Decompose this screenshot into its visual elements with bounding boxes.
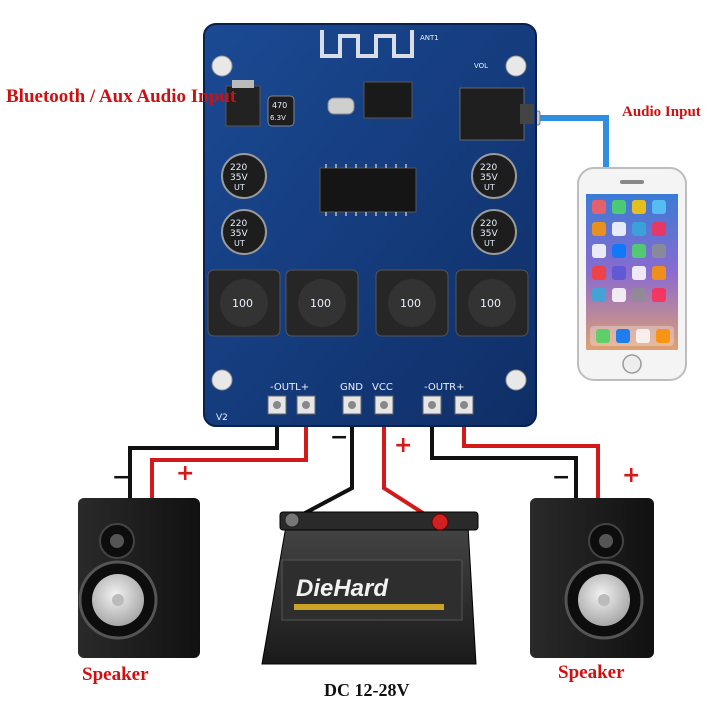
left-minus-mark: − [112, 465, 130, 490]
vcc-plus-mark: + [394, 433, 412, 458]
terminal-outr-minus [422, 395, 442, 415]
wire-left-red [150, 410, 308, 500]
version-label: V2 [216, 413, 228, 423]
svg-text:35V: 35V [480, 229, 498, 239]
svg-text:UT: UT [234, 239, 245, 248]
cap-top-volt: 6.3V [270, 114, 286, 122]
terminal-outr-plus [454, 395, 474, 415]
home-button [622, 354, 642, 374]
antenna-label: ANT1 [420, 34, 439, 42]
inductor-3: 100 [375, 269, 449, 337]
battery-positive-post [431, 513, 449, 531]
vcc-label: VCC [372, 382, 393, 393]
cap-left-bottom: 220 35V UT [221, 209, 267, 255]
svg-text:UT: UT [484, 183, 495, 192]
svg-text:100: 100 [400, 297, 421, 310]
wire-right-black [430, 410, 578, 500]
cap-small [267, 95, 295, 127]
speaker-left [78, 498, 200, 658]
battery-negative-post [284, 512, 300, 528]
cap-right-bottom: 220 35V UT [471, 209, 517, 255]
mount-hole [505, 55, 527, 77]
inductor-2: 100 [285, 269, 359, 337]
svg-text:UT: UT [234, 183, 245, 192]
svg-text:100: 100 [232, 297, 253, 310]
svg-text:35V: 35V [230, 173, 248, 183]
svg-text:35V: 35V [480, 173, 498, 183]
outr-label: -OUTR+ [424, 382, 465, 393]
speaker-left-label: Speaker [82, 664, 149, 685]
battery-brand: DieHard [296, 575, 389, 602]
inductor-1: 100 [207, 269, 281, 337]
input-title: Bluetooth / Aux Audio Input [6, 86, 237, 107]
antenna-trace [320, 30, 414, 58]
svg-text:35V: 35V [230, 229, 248, 239]
wires [128, 110, 609, 526]
wire-left-black [128, 410, 279, 500]
cap-top-value: 470 [272, 101, 287, 110]
outl-label: -OUTL+ [270, 382, 309, 393]
wire-right-red [462, 410, 600, 500]
aux-cable [538, 115, 609, 178]
regulator [225, 85, 261, 127]
vol-label: VOL [474, 62, 488, 70]
svg-text:100: 100 [310, 297, 331, 310]
battery: DieHard [261, 511, 479, 665]
amp-chip [319, 167, 417, 213]
svg-text:220: 220 [480, 219, 497, 229]
terminal-gnd [342, 395, 362, 415]
cap-left-top: 220 35V UT [221, 153, 267, 199]
terminal-outl-plus [296, 395, 316, 415]
smartphone [577, 167, 687, 381]
speaker-right-label: Speaker [558, 662, 625, 683]
audio-input-label: Audio Input [622, 104, 701, 120]
right-plus-mark: + [622, 463, 640, 488]
svg-text:220: 220 [480, 163, 497, 173]
svg-text:220: 220 [230, 163, 247, 173]
amplifier-board: ANT1 470 6.3V VOL [203, 23, 537, 427]
terminal-outl-minus [267, 395, 287, 415]
mount-hole [505, 369, 527, 391]
wire-gnd-black [291, 412, 354, 522]
gnd-label: GND [340, 382, 363, 393]
svg-text:UT: UT [484, 239, 495, 248]
polarity-marks: − + − + − + [112, 425, 640, 490]
inductor-4: 100 [455, 269, 529, 337]
audio-jack [459, 87, 525, 141]
cap-right-top: 220 35V UT [471, 153, 517, 199]
bluetooth-chip [363, 81, 413, 119]
right-minus-mark: − [552, 465, 570, 490]
mount-hole [211, 55, 233, 77]
mount-hole [211, 369, 233, 391]
svg-text:220: 220 [230, 219, 247, 229]
svg-text:100: 100 [480, 297, 501, 310]
power-label: DC 12-28V [324, 680, 410, 700]
gnd-minus-mark: − [330, 425, 348, 450]
app-grid [590, 200, 674, 346]
terminal-vcc [374, 395, 394, 415]
crystal [327, 97, 355, 115]
speaker-right [530, 498, 654, 658]
left-plus-mark: + [176, 461, 194, 486]
